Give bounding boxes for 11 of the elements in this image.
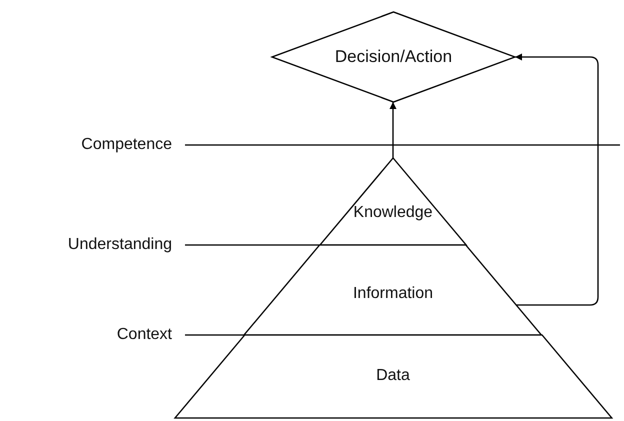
- arrow: [390, 102, 396, 158]
- arrow: [515, 54, 599, 306]
- level-label: Understanding: [68, 236, 172, 254]
- node-label: Information: [352, 285, 434, 303]
- decision-diamond: [272, 12, 515, 102]
- node-label: Data: [376, 367, 410, 385]
- level-label: Context: [116, 326, 172, 344]
- pyramid-level: [174, 335, 612, 418]
- level-label: Competence: [81, 136, 172, 154]
- node-label: Decision/Action: [334, 47, 452, 67]
- node-label: Knowledge: [353, 204, 433, 222]
